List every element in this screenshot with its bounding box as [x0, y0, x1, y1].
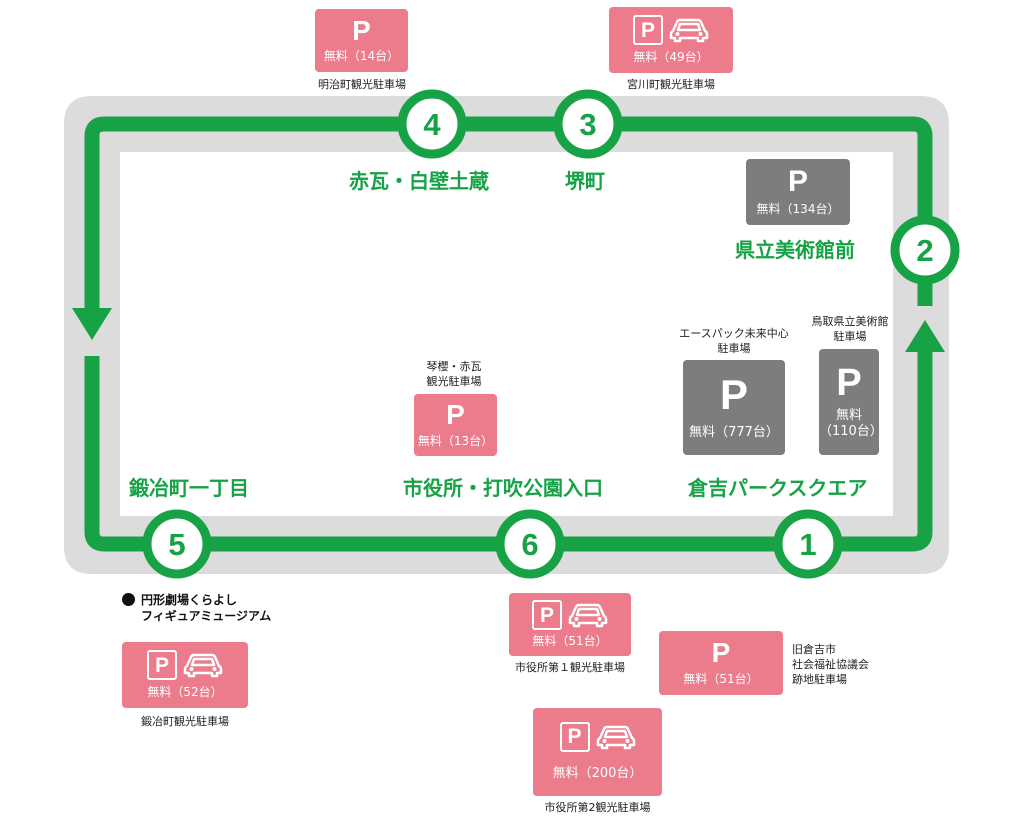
parking-lot-name-line: 駐車場 — [717, 341, 751, 355]
stop-number: 5 — [168, 526, 186, 562]
stop-number: 1 — [799, 526, 817, 562]
landmark-name-line: フィギュアミュージアム — [141, 609, 272, 624]
parking-sign: P 無料（13台） — [414, 394, 497, 456]
parking-icon: P — [147, 650, 177, 680]
stop-1-marker — [773, 509, 843, 579]
parking-lot-name-line: 跡地駐車場 — [792, 672, 847, 686]
parking-icon: P — [711, 637, 731, 668]
parking-icon: P — [559, 721, 590, 752]
parking-icon: P — [836, 361, 862, 404]
stop-name-6: 市役所・打吹公園入口 — [403, 476, 603, 500]
arrow-icon — [72, 308, 112, 340]
parking-capacity: 無料（134台） — [756, 202, 840, 216]
stop-3-marker — [553, 89, 623, 159]
stop-2-marker — [890, 215, 960, 285]
stop-number: 3 — [579, 106, 597, 142]
parking-capacity: 無料 （110台） — [819, 407, 883, 441]
parking-icon: P — [446, 399, 465, 430]
parking-lot-name-line: 旧倉吉市 — [792, 643, 836, 656]
parking-lot-name: エースパック未来中心 駐車場 — [668, 327, 800, 357]
stop-5-marker — [142, 509, 212, 579]
parking-lot-name: 市役所第2観光駐車場 — [544, 801, 651, 814]
parking-icon: P — [532, 600, 562, 630]
stop-number: 2 — [916, 232, 934, 268]
parking-capacity-line: （110台） — [819, 424, 883, 439]
parking-sign: P 無料（51台） — [659, 631, 783, 695]
parking-icon: P — [633, 15, 663, 45]
parking-lot-name: 鍛冶町観光駐車場 — [141, 715, 229, 728]
parking-lot-name: 旧倉吉市 社会福祉協議会 跡地駐車場 — [792, 643, 869, 688]
parking-lot-name-line: エースパック未来中心 — [679, 327, 789, 340]
parking-sign: P 無料 （110台） — [819, 349, 883, 455]
stop-name-5: 鍛冶町一丁目 — [129, 476, 249, 500]
parking-lot-name: 宮川町観光駐車場 — [627, 78, 715, 91]
parking-icon: P — [787, 165, 808, 198]
stop-name-1: 倉吉パークスクエア — [688, 476, 868, 500]
stop-name-3: 堺町 — [565, 169, 605, 193]
parking-lot-name: 市役所第１観光駐車場 — [515, 661, 625, 674]
landmark-name-line: 円形劇場くらよし — [141, 593, 238, 607]
parking-capacity: 無料（51台） — [532, 634, 608, 648]
parking-sign: P 無料（134台） — [746, 159, 850, 225]
parking-sign: P 無料（14台） — [315, 9, 408, 72]
stop-name-4: 赤瓦・白壁土蔵 — [349, 169, 489, 193]
parking-lot-name: 琴櫻・赤瓦 観光駐車場 — [404, 360, 504, 390]
car-icon — [183, 653, 223, 678]
parking-capacity: 無料（14台） — [323, 49, 400, 63]
parking-capacity: 無料（777台） — [689, 424, 779, 440]
parking-lot-name: 鳥取県立美術館 駐車場 — [800, 315, 900, 345]
parking-capacity: 無料（51台） — [683, 672, 759, 686]
parking-lot-name-line: 社会福祉協議会 — [792, 657, 869, 671]
car-icon — [568, 603, 608, 628]
parking-sign: P 無料（777台） — [683, 360, 785, 455]
parking-sign: P 無料（52台） — [122, 642, 248, 708]
car-icon — [669, 18, 709, 43]
parking-capacity-line: 無料 — [835, 407, 862, 423]
parking-sign: P 無料（51台） — [509, 593, 631, 656]
parking-icon: P — [719, 370, 748, 418]
stop-4-marker — [397, 89, 467, 159]
parking-capacity: 無料（13台） — [417, 434, 494, 448]
landmark-label: 円形劇場くらよし フィギュアミュージアム — [122, 592, 271, 624]
parking-capacity: 無料（49台） — [633, 50, 709, 64]
arrow-icon — [905, 320, 945, 352]
parking-lot-name-line: 琴櫻・赤瓦 — [426, 360, 482, 373]
parking-lot-name: 明治町観光駐車場 — [318, 78, 406, 91]
stop-number: 6 — [521, 526, 539, 562]
parking-capacity: 無料（52台） — [147, 685, 223, 699]
parking-icon: P — [352, 15, 371, 46]
parking-sign: P 無料（49台） — [609, 7, 733, 73]
stop-name-2: 県立美術館前 — [735, 238, 855, 262]
stop-6-marker — [495, 509, 565, 579]
route-line — [917, 346, 933, 366]
parking-lot-name-line: 鳥取県立美術館 — [811, 315, 889, 328]
parking-capacity: 無料（200台） — [552, 765, 643, 781]
stop-number: 4 — [423, 106, 441, 142]
landmark-dot-icon — [122, 593, 135, 606]
car-icon — [596, 725, 635, 750]
parking-lot-name-line: 駐車場 — [833, 329, 867, 343]
parking-lot-name-line: 観光駐車場 — [426, 374, 482, 388]
parking-sign: P 無料（200台） — [533, 708, 662, 796]
